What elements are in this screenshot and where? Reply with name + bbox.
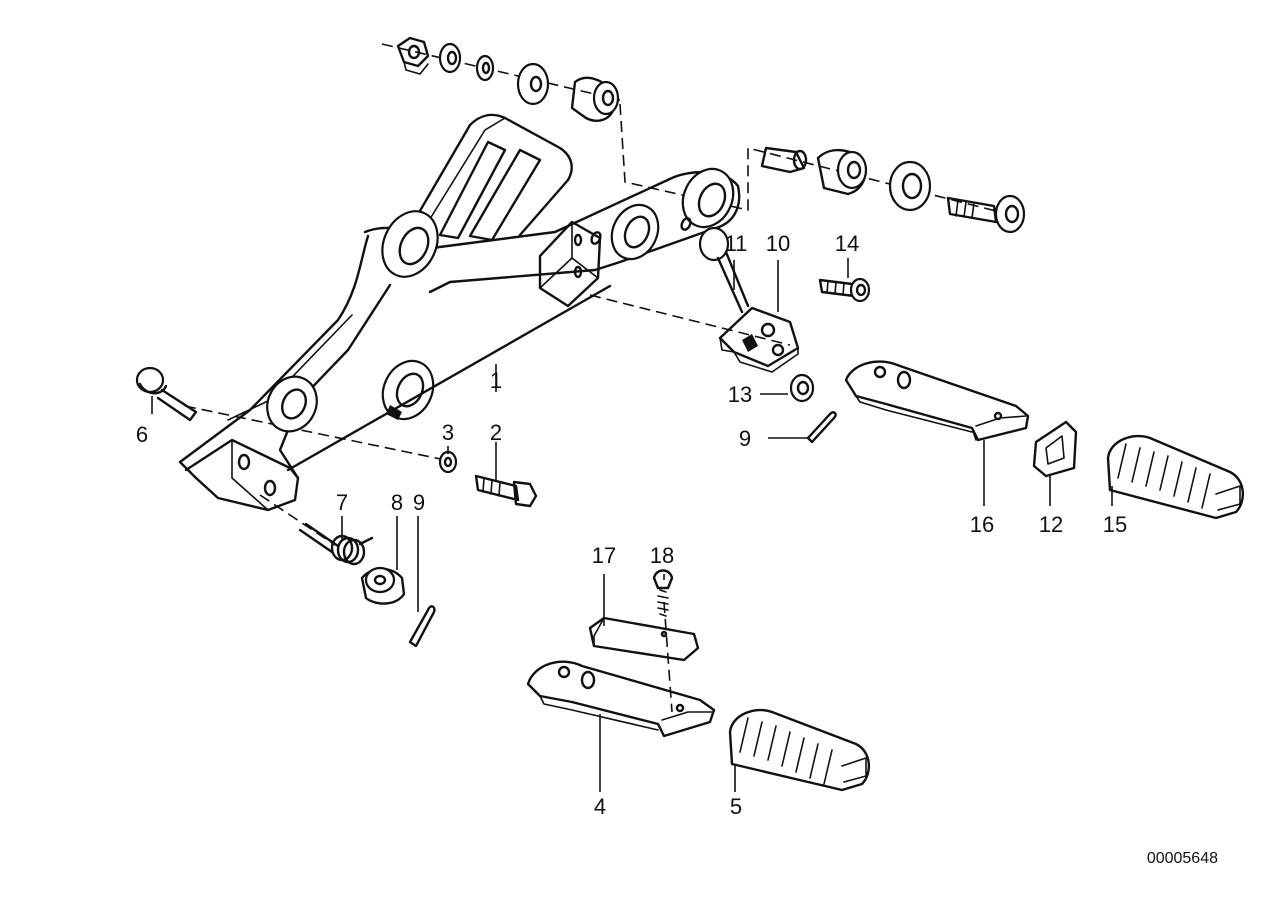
callout-13: 13 [728, 382, 752, 407]
callout-11: 11 [725, 231, 748, 256]
callout-17: 17 [592, 543, 616, 568]
callout-10: 10 [766, 231, 790, 256]
callout-18: 18 [650, 543, 674, 568]
insert-12 [1032, 420, 1078, 478]
footrest-16 [844, 360, 1030, 442]
rubber-peg-5 [728, 708, 870, 792]
callout-6: 6 [136, 422, 148, 447]
rubber-peg-15 [1106, 434, 1244, 520]
rubber-bushing-top [570, 76, 620, 122]
callout-14: 14 [835, 231, 859, 256]
cotter-pin-lower [408, 605, 436, 648]
nut-13 [789, 373, 815, 403]
socket-bolt-14 [818, 277, 871, 303]
washer-3 [438, 450, 458, 474]
callout-5: 5 [730, 794, 742, 819]
callout-4: 4 [594, 794, 606, 819]
callout-1: 1 [490, 368, 502, 393]
callout-9-upper: 9 [739, 426, 751, 451]
assembly-dash-lines [184, 43, 1001, 713]
callout-15: 15 [1103, 512, 1127, 537]
callout-16: 16 [970, 512, 994, 537]
socket-bolt-right [946, 194, 1026, 234]
callout-3: 3 [442, 420, 454, 445]
screw-18 [652, 569, 674, 617]
callout-9-lower: 9 [413, 490, 425, 515]
top-hardware-stack [396, 36, 620, 122]
right-hardware-stack [760, 146, 1026, 234]
leader-lines [151, 258, 1113, 792]
callout-2: 2 [490, 420, 502, 445]
plate-17 [588, 616, 700, 662]
diagram-reference-number: 00005648 [1147, 850, 1218, 867]
callout-8: 8 [391, 490, 403, 515]
bushing-8 [360, 566, 406, 605]
hex-nut-top [396, 36, 430, 75]
footrest-4 [526, 660, 716, 738]
callout-12: 12 [1039, 512, 1063, 537]
callout-7: 7 [336, 490, 348, 515]
main-bracket-part [178, 113, 741, 512]
pin-6 [135, 366, 198, 422]
callout-labels: 1 2 3 4 5 6 7 8 9 9 10 11 12 13 14 15 16… [136, 231, 1127, 819]
lever-assembly [698, 226, 800, 373]
cotter-pin-upper [806, 411, 837, 444]
spring-7 [298, 522, 374, 566]
bolt-2 [474, 474, 538, 508]
